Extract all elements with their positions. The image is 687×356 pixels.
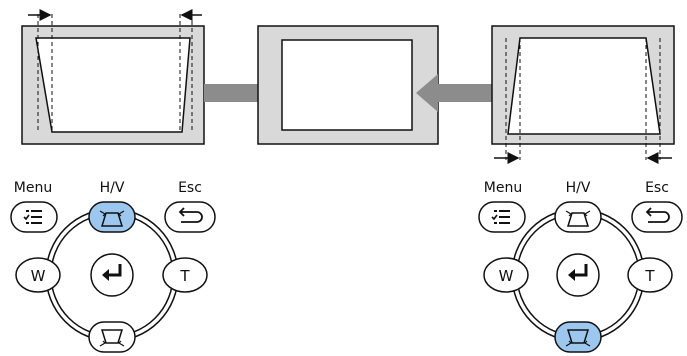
corrected-screen	[257, 25, 439, 145]
left-t-label: T	[179, 267, 190, 285]
right-menu-label: Menu	[484, 180, 522, 196]
keystone-down-icon	[99, 329, 125, 347]
return-arrow-icon	[645, 207, 670, 223]
right-keystone-down-button[interactable]	[554, 321, 602, 353]
left-projected-image	[35, 37, 191, 133]
left-distorted-screen	[21, 9, 205, 145]
keystone-down-icon	[565, 329, 591, 347]
left-enter-button[interactable]	[90, 253, 134, 297]
return-arrow-icon	[178, 207, 203, 223]
right-projected-image	[507, 37, 661, 135]
menu-list-icon	[491, 210, 510, 224]
left-w-label: W	[31, 267, 46, 285]
left-keystone-up-button[interactable]	[88, 201, 136, 233]
left-menu-label: Menu	[14, 180, 52, 196]
left-esc-button[interactable]	[164, 201, 216, 233]
right-t-label: T	[644, 267, 655, 285]
left-hv-label: H/V	[100, 180, 125, 196]
right-hv-label: H/V	[566, 180, 591, 196]
left-t-button[interactable]: T	[162, 257, 208, 293]
right-remote-control: Menu H/V Esc	[478, 180, 683, 353]
enter-arrow-icon	[102, 264, 122, 281]
menu-list-icon	[23, 210, 42, 224]
right-enter-button[interactable]	[556, 253, 600, 297]
right-distorted-screen	[491, 25, 675, 164]
left-keystone-down-button[interactable]	[88, 321, 136, 353]
left-menu-button[interactable]	[10, 201, 58, 233]
right-w-label: W	[499, 267, 514, 285]
gray-arrow-left-icon	[416, 74, 492, 112]
keystone-up-icon	[99, 210, 125, 227]
left-w-button[interactable]: W	[15, 257, 61, 293]
right-w-button[interactable]: W	[483, 257, 529, 293]
enter-arrow-icon	[568, 264, 588, 281]
keystone-up-icon	[565, 210, 591, 227]
right-menu-button[interactable]	[478, 201, 526, 233]
middle-projected-image	[281, 39, 413, 131]
left-esc-label: Esc	[178, 180, 202, 196]
right-keystone-up-button[interactable]	[554, 201, 602, 233]
left-remote-control: Menu H/V Esc	[10, 180, 216, 353]
right-esc-label: Esc	[645, 180, 669, 196]
right-esc-button[interactable]	[631, 201, 683, 233]
right-t-button[interactable]: T	[627, 257, 673, 293]
